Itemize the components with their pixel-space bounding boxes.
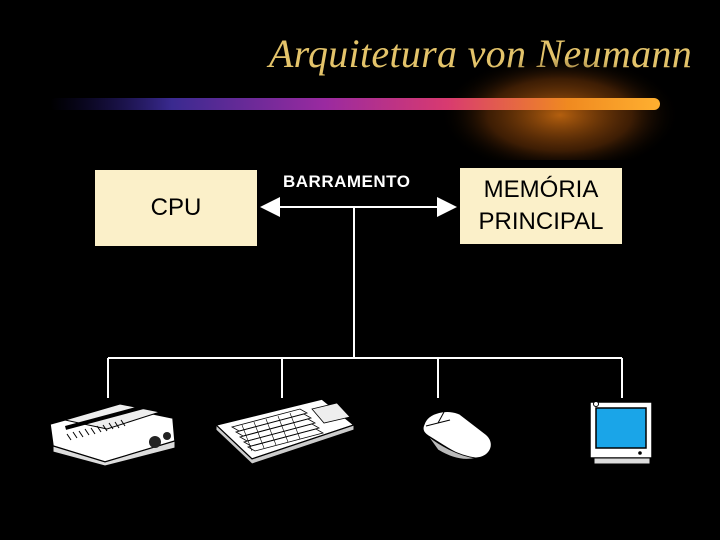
- keyboard-icon: [212, 395, 357, 465]
- printer-icon: [45, 396, 180, 466]
- mouse-icon: [418, 406, 498, 462]
- monitor-icon: [588, 400, 656, 466]
